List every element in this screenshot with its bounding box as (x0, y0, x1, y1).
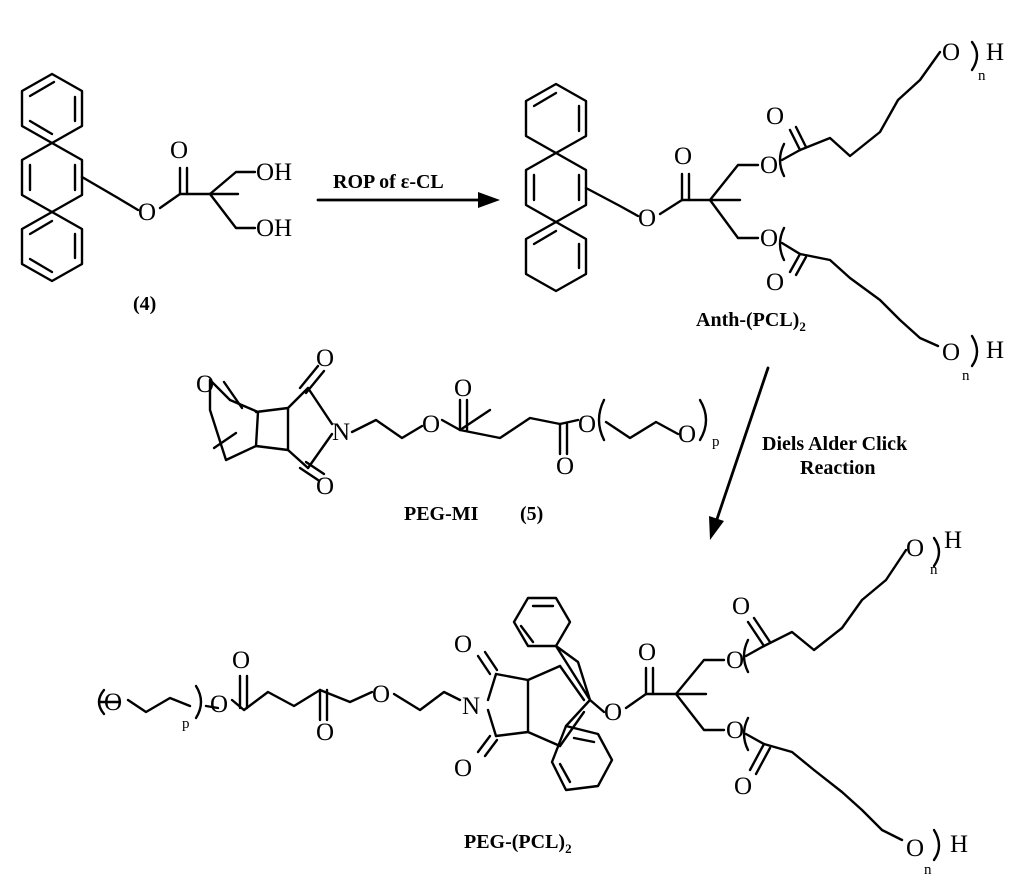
subscript-n: n (930, 562, 938, 578)
atom-label: O (726, 717, 744, 744)
atom-label: O (734, 773, 752, 800)
compound-4-structure (20, 72, 257, 283)
atom-label: O (638, 205, 656, 232)
atom-label: O (760, 225, 778, 252)
atom-label: O (232, 647, 250, 674)
compound-5-name: PEG-MI (404, 503, 479, 525)
atom-label: O (726, 647, 744, 674)
diels-alder-label-line2: Reaction (800, 457, 876, 479)
atom-label: H (950, 831, 968, 858)
atom-label: O (454, 631, 472, 658)
atom-label: O (604, 699, 622, 726)
subscript-p: p (712, 434, 720, 450)
atom-label: O (316, 719, 334, 746)
anth-pcl2-label: Anth-(PCL)2 (696, 309, 806, 334)
atom-label: O (170, 137, 188, 164)
subscript-n: n (924, 862, 932, 878)
atom-label: OH (256, 159, 292, 186)
atom-label: N (462, 693, 480, 720)
subscript-n: n (962, 368, 970, 384)
diels-alder-arrow (712, 366, 770, 530)
atom-label: O (906, 535, 924, 562)
atom-label: O (210, 691, 228, 718)
atom-label: O (942, 339, 960, 366)
atom-label: O (104, 689, 122, 716)
atom-label: O (138, 199, 156, 226)
atom-label: O (454, 755, 472, 782)
atom-label: H (986, 39, 1004, 66)
subscript-p: p (182, 716, 190, 732)
peg-mi-structure (208, 364, 708, 482)
atom-label: O (766, 269, 784, 296)
atom-label: O (942, 39, 960, 66)
atom-label: O (678, 421, 696, 448)
atom-label: O (196, 371, 214, 398)
atom-label: N (332, 419, 350, 446)
atom-label: O (316, 345, 334, 372)
atom-label: OH (256, 215, 292, 242)
rop-arrowhead (478, 192, 500, 208)
peg-pcl2-label: PEG-(PCL)2 (464, 831, 572, 856)
anth-pcl2-structure (524, 40, 979, 368)
atom-label: O (372, 681, 390, 708)
diels-alder-arrowhead (709, 516, 724, 540)
atom-label: O (422, 411, 440, 438)
atom-label: O (760, 152, 778, 179)
atom-label: H (944, 527, 962, 554)
subscript-n: n (978, 68, 986, 84)
diels-alder-label-line1: Diels Alder Click (762, 433, 908, 455)
atom-label: O (638, 639, 656, 666)
peg-pcl2-structure (97, 536, 941, 862)
atom-label: O (766, 103, 784, 130)
rop-arrow-label: ROP of ε-CL (333, 171, 444, 193)
atom-label: O (578, 411, 596, 438)
atom-label: H (986, 337, 1004, 364)
atom-label: O (316, 473, 334, 500)
atom-label: O (906, 835, 924, 862)
atom-label: O (732, 593, 750, 620)
atom-label: O (556, 453, 574, 480)
atom-label: O (674, 143, 692, 170)
atom-label: O (454, 375, 472, 402)
compound-4-label: (4) (133, 293, 156, 315)
compound-5-label: (5) (520, 503, 543, 525)
